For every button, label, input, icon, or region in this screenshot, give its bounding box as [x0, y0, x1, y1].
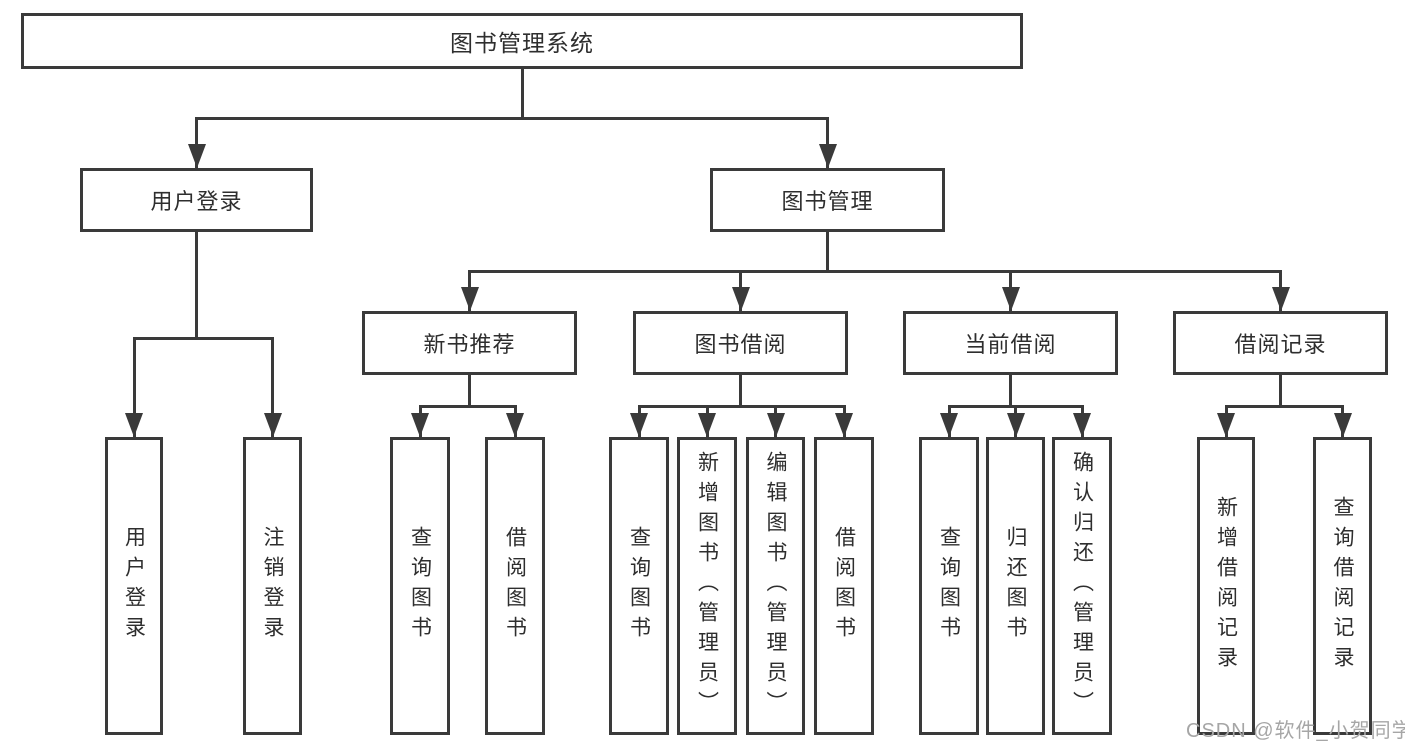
node-leaf-confirm-return: 确认归还（管理员）: [1052, 437, 1112, 735]
connector-branch-new-book-rec: [418, 404, 517, 408]
node-label-book-mgmt: 图书管理: [781, 189, 874, 214]
arrow-down-icon: [731, 287, 750, 311]
node-label-leaf-borrow-books-2: 借阅图书: [832, 526, 856, 646]
arrow-down-icon: [1001, 287, 1020, 311]
node-label-leaf-user-login: 用户登录: [122, 526, 146, 646]
arrow-down-icon: [411, 413, 429, 437]
connector-trunk-book-borrow: [739, 375, 742, 408]
connector-trunk-current-borrow: [1009, 375, 1012, 408]
connector-drop-user-login: [195, 118, 198, 168]
node-leaf-borrow-books-1: 借阅图书: [485, 437, 545, 735]
connector-branch-book-mgmt: [468, 269, 1282, 273]
node-book-mgmt: 图书管理: [710, 168, 945, 232]
node-leaf-logout: 注销登录: [243, 437, 302, 735]
connector-trunk-book-mgmt: [826, 232, 829, 273]
node-borrow-records: 借阅记录: [1173, 311, 1388, 375]
arrow-down-icon: [630, 413, 648, 437]
node-label-leaf-borrow-books-1: 借阅图书: [503, 526, 527, 646]
arrow-down-icon: [263, 413, 282, 437]
node-leaf-edit-book: 编辑图书（管理员）: [746, 437, 805, 735]
node-label-leaf-add-book: 新增图书（管理员）: [695, 451, 719, 721]
arrow-down-icon: [125, 413, 143, 437]
connector-branch-root: [195, 116, 829, 120]
node-label-leaf-query-books-1: 查询图书: [408, 526, 432, 646]
node-leaf-query-books-3: 查询图书: [919, 437, 979, 735]
connector-branch-borrow-records: [1224, 404, 1344, 408]
connector-drop-leaf-user-login: [132, 338, 136, 437]
node-label-leaf-add-borrow-record: 新增借阅记录: [1214, 496, 1238, 676]
node-label-leaf-query-books-3: 查询图书: [937, 526, 961, 646]
arrow-down-icon: [460, 287, 479, 311]
connector-trunk-borrow-records: [1279, 375, 1282, 408]
connector-drop-leaf-logout: [271, 338, 274, 437]
connector-drop-book-mgmt: [826, 118, 829, 168]
node-leaf-query-borrow-record: 查询借阅记录: [1313, 437, 1372, 735]
node-label-current-borrow: 当前借阅: [964, 332, 1057, 357]
node-label-root: 图书管理系统: [450, 30, 594, 56]
node-label-borrow-records: 借阅记录: [1234, 332, 1327, 357]
arrow-down-icon: [698, 413, 716, 437]
node-label-leaf-query-borrow-record: 查询借阅记录: [1331, 496, 1354, 676]
node-label-leaf-return-book: 归还图书: [1004, 526, 1027, 646]
node-label-leaf-confirm-return: 确认归还（管理员）: [1070, 451, 1094, 721]
arrow-down-icon: [187, 144, 206, 168]
node-root: 图书管理系统: [21, 13, 1023, 69]
node-label-leaf-logout: 注销登录: [261, 526, 284, 646]
arrow-down-icon: [506, 413, 524, 437]
node-label-book-borrow: 图书借阅: [694, 332, 787, 357]
node-label-leaf-edit-book: 编辑图书（管理员）: [764, 451, 787, 721]
node-current-borrow: 当前借阅: [903, 311, 1118, 375]
connector-branch-user-login: [132, 336, 274, 340]
node-label-new-book-rec: 新书推荐: [423, 332, 516, 357]
node-label-leaf-query-books-2: 查询图书: [627, 526, 651, 646]
node-leaf-add-borrow-record: 新增借阅记录: [1197, 437, 1255, 735]
arrow-down-icon: [818, 144, 837, 168]
node-leaf-return-book: 归还图书: [986, 437, 1045, 735]
arrow-down-icon: [1006, 413, 1025, 437]
watermark: CSDN @软件_小贺同学: [1186, 720, 1405, 742]
arrow-down-icon: [835, 413, 853, 437]
node-leaf-user-login: 用户登录: [105, 437, 163, 735]
node-leaf-query-books-2: 查询图书: [609, 437, 669, 735]
arrow-down-icon: [1333, 413, 1352, 437]
node-leaf-query-books-1: 查询图书: [390, 437, 450, 735]
arrow-down-icon: [940, 413, 958, 437]
node-leaf-borrow-books-2: 借阅图书: [814, 437, 874, 735]
connector-branch-book-borrow: [637, 404, 846, 408]
arrow-down-icon: [1271, 287, 1290, 311]
connector-trunk-root: [520, 69, 524, 120]
node-book-borrow: 图书借阅: [633, 311, 848, 375]
node-leaf-add-book: 新增图书（管理员）: [677, 437, 737, 735]
arrow-down-icon: [1073, 413, 1091, 437]
arrow-down-icon: [766, 413, 785, 437]
arrow-down-icon: [1217, 413, 1235, 437]
node-new-book-rec: 新书推荐: [362, 311, 577, 375]
node-user-login: 用户登录: [80, 168, 313, 232]
node-label-user-login: 用户登录: [150, 189, 243, 214]
connector-trunk-new-book-rec: [468, 375, 471, 408]
connector-trunk-user-login: [195, 232, 198, 340]
